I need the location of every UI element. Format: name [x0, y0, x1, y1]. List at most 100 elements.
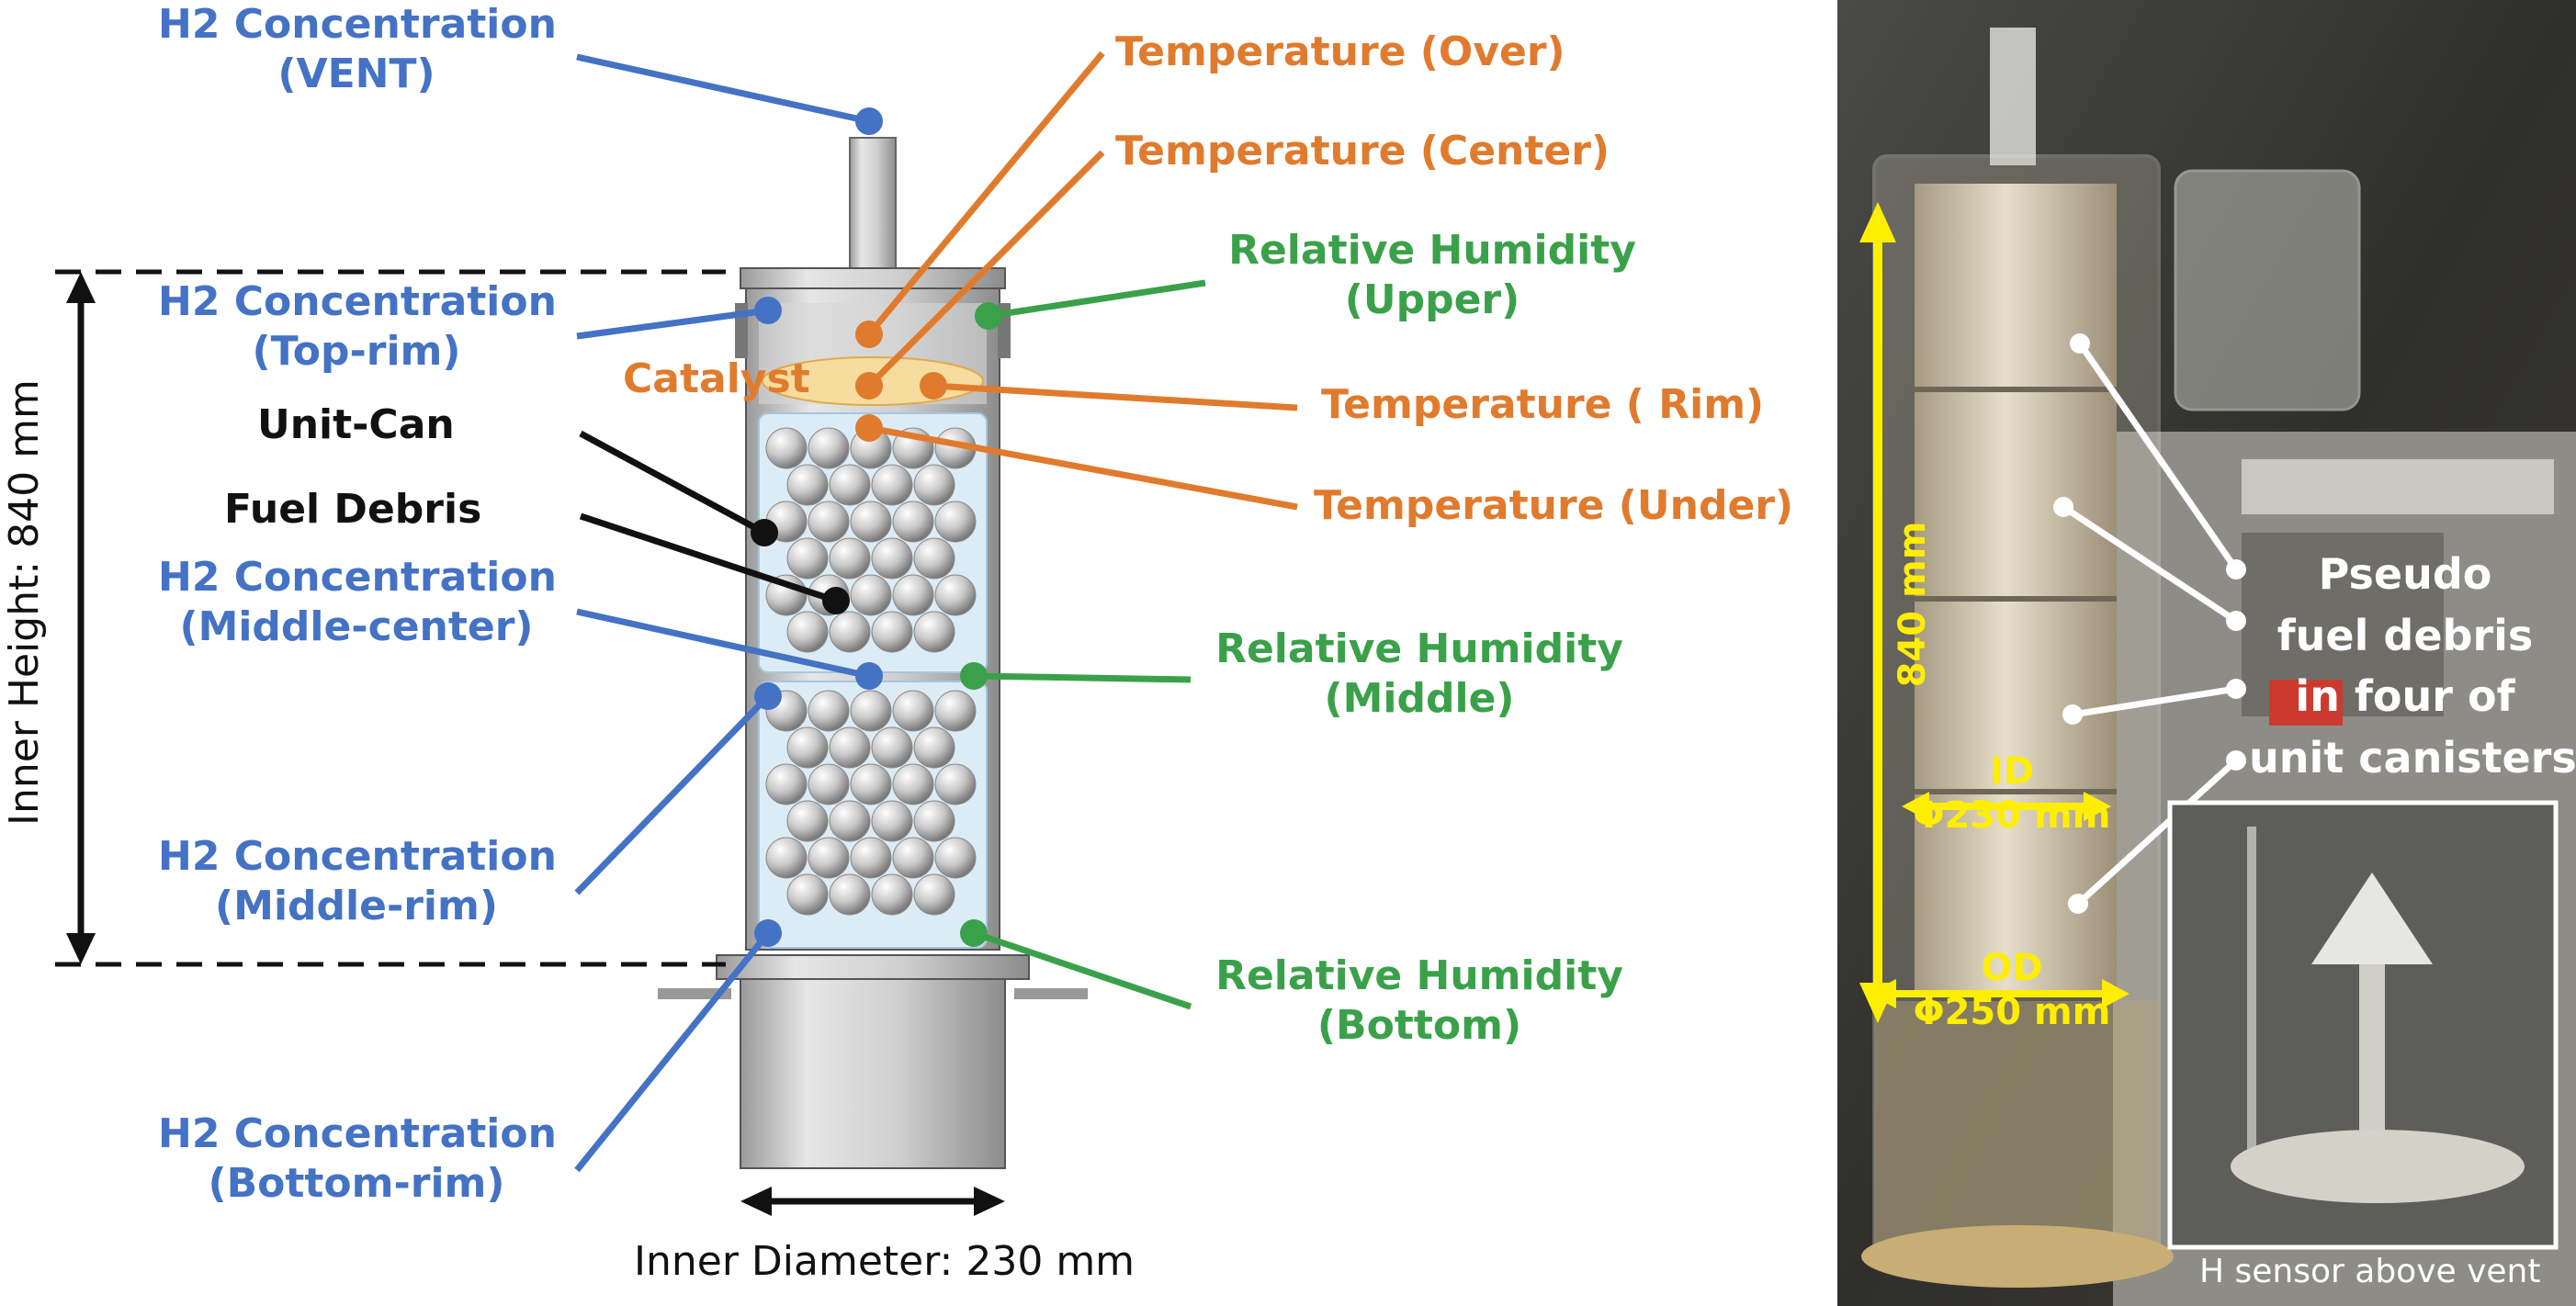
- debris-sphere: [786, 726, 829, 769]
- inset-caption: H sensor above vent: [2199, 1253, 2541, 1290]
- inset-funnel: [2311, 873, 2433, 964]
- fuel-debris-label: Fuel Debris: [224, 486, 482, 533]
- cabinet-display: [2269, 680, 2343, 726]
- bottom-flange: [716, 954, 1030, 980]
- debris-sphere: [829, 464, 871, 506]
- debris-sphere: [786, 464, 829, 506]
- diameter-arrow-head-right: [974, 1187, 1005, 1216]
- rh-upper-sensor: [975, 302, 1002, 330]
- debris-sphere: [808, 690, 850, 732]
- temperature-leaders: [855, 51, 1298, 511]
- debris-sphere: [808, 501, 850, 543]
- h2-middle-rim-sensor: [754, 682, 782, 710]
- debris-sphere: [934, 763, 977, 805]
- photo-height-label: 840 mm: [1892, 521, 1934, 688]
- inset-pipe: [2359, 964, 2385, 1148]
- debris-sphere: [765, 763, 808, 805]
- debris-sphere: [829, 726, 871, 769]
- temp-under-label: Temperature (Under): [1314, 482, 1794, 529]
- photo-id-label: ID Φ230 mm: [1913, 750, 2111, 837]
- debris-sphere: [808, 763, 850, 805]
- unit-can-label: Unit-Can: [257, 401, 455, 448]
- rh-middle-sensor: [960, 662, 988, 690]
- debris-sphere: [913, 726, 955, 769]
- h2-middle-rim-label: H2 Concentration (Middle-rim): [158, 833, 557, 929]
- photo-od-arrow-left: [1869, 979, 1896, 1008]
- debris-sphere: [850, 837, 892, 879]
- h2-vent-sensor: [855, 107, 883, 135]
- debris-sphere: [808, 427, 850, 469]
- temp-over-sensor: [855, 321, 883, 348]
- photo-height-arrow-top: [1859, 202, 1896, 242]
- photo-canisters: [1915, 184, 2117, 992]
- debris-sphere: [850, 690, 892, 732]
- height-arrow-head-top: [66, 272, 96, 303]
- inset-vessel-top: [2231, 1130, 2525, 1203]
- h2-bottom-rim-label: H2 Concentration (Bottom-rim): [158, 1110, 557, 1207]
- debris-leaders: [2053, 333, 2246, 914]
- diameter-arrow-head-left: [740, 1187, 772, 1216]
- debris-sphere: [934, 690, 977, 732]
- h2-bottom-rim-sensor: [754, 919, 782, 947]
- inner-diameter-label: Inner Diameter: 230 mm: [634, 1238, 1135, 1285]
- debris-sphere: [786, 800, 829, 842]
- debris-sphere: [850, 501, 892, 543]
- temp-center-sensor: [855, 372, 883, 400]
- debris-sphere: [913, 873, 955, 916]
- h2-middle-center-sensor: [855, 662, 883, 690]
- debris-sphere: [871, 611, 913, 653]
- photo-id-arrow-right: [2084, 792, 2111, 821]
- debris-sphere: [765, 427, 808, 469]
- temp-under-sensor: [855, 414, 883, 442]
- debris-sphere: [934, 501, 977, 543]
- photo-od-label: OD Φ250 mm: [1913, 947, 2111, 1033]
- debris-sphere: [829, 800, 871, 842]
- debris-sphere: [829, 873, 871, 916]
- h2-middle-center-label: H2 Concentration (Middle-center): [158, 554, 557, 650]
- photo-vent-pipe: [1990, 28, 2036, 165]
- debris-sphere: [913, 537, 955, 580]
- flange-bolt-right: [1014, 988, 1088, 999]
- debris-sphere: [829, 537, 871, 580]
- height-arrow-head-bottom: [66, 933, 96, 964]
- h2-top-rim-label: H2 Concentration (Top-rim): [158, 278, 557, 375]
- rh-bottom-sensor: [960, 919, 988, 947]
- fuel-debris-marker: [822, 587, 850, 614]
- photo-lower-chamber: [1874, 1001, 2159, 1258]
- cabinet-panel: [2242, 459, 2554, 514]
- bottom-chamber: [740, 978, 1006, 1169]
- debris-sphere: [871, 800, 913, 842]
- debris-sphere: [913, 611, 955, 653]
- debris-sphere: [871, 873, 913, 916]
- debris-sphere: [892, 574, 934, 616]
- debris-sphere: [786, 537, 829, 580]
- debris-sphere: [892, 837, 934, 879]
- photo-base: [1861, 1225, 2174, 1288]
- debris-sphere: [871, 464, 913, 506]
- temp-rim-sensor: [920, 372, 947, 400]
- debris-sphere: [892, 763, 934, 805]
- debris-sphere: [913, 464, 955, 506]
- reactor-schematic: [55, 51, 1298, 1216]
- debris-sphere: [850, 574, 892, 616]
- catalyst-label: Catalyst: [623, 355, 810, 402]
- debris-sphere: [892, 501, 934, 543]
- unit-can-marker: [751, 519, 778, 546]
- debris-sphere: [786, 611, 829, 653]
- debris-sphere: [892, 690, 934, 732]
- inner-height-label: Inner Height: 840 mm: [1, 379, 48, 826]
- h2-leaders: [574, 53, 883, 1173]
- temp-center-label: Temperature (Center): [1115, 128, 1610, 175]
- debris-sphere: [913, 800, 955, 842]
- humidity-leaders: [960, 279, 1206, 1010]
- rh-middle-label: Relative Humidity (Middle): [1215, 625, 1623, 722]
- photo-od-arrow-right: [2102, 979, 2130, 1008]
- fuel-debris-lower: [765, 690, 977, 916]
- debris-sphere: [829, 611, 871, 653]
- h2-vent-label: H2 Concentration (VENT): [158, 1, 557, 97]
- debris-sphere: [786, 873, 829, 916]
- debris-sphere: [871, 537, 913, 580]
- temp-over-label: Temperature (Over): [1115, 28, 1565, 75]
- debris-sphere: [765, 837, 808, 879]
- small-vessel: [2174, 169, 2361, 411]
